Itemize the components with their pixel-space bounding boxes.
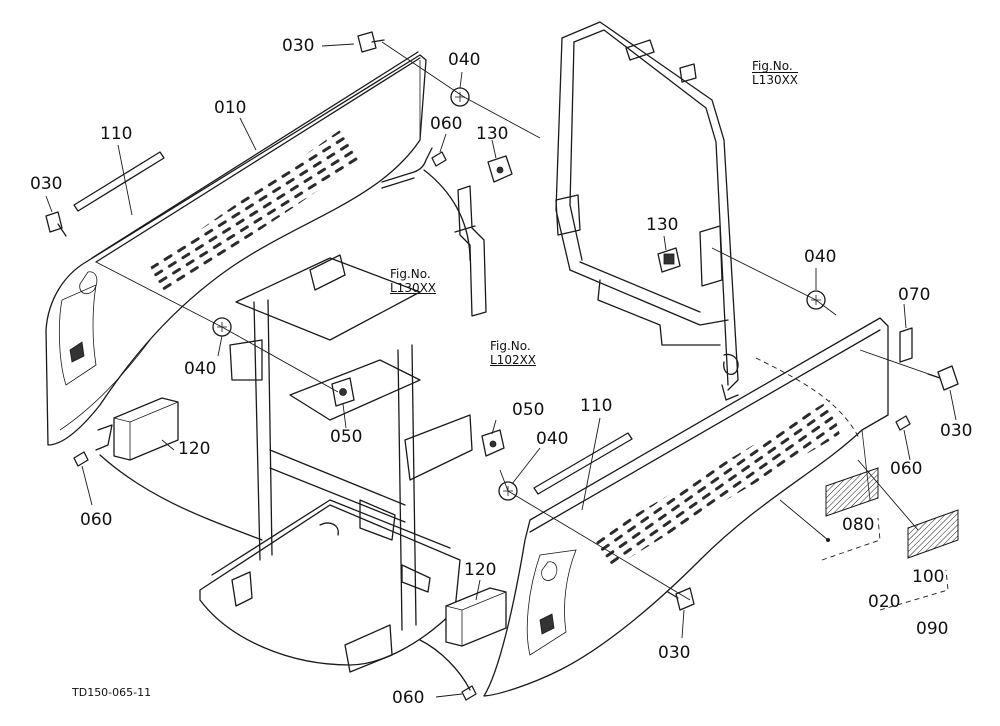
label-050-left: 050 bbox=[330, 427, 363, 447]
label-040-mid: 040 bbox=[536, 429, 569, 449]
label-120-left: 120 bbox=[178, 439, 211, 459]
edge-trim-mid bbox=[533, 432, 633, 495]
label-070: 070 bbox=[898, 285, 931, 305]
label-120-bottom: 120 bbox=[464, 560, 497, 580]
bolt-030-top bbox=[357, 31, 385, 53]
clip-nut-130-top bbox=[487, 155, 513, 183]
decal-080 bbox=[825, 467, 879, 517]
figure-ref-line1: Fig.No. bbox=[752, 59, 793, 73]
pin-060-right bbox=[895, 415, 911, 431]
side-cover-left bbox=[45, 51, 427, 446]
label-050-mid: 050 bbox=[512, 400, 545, 420]
label-060-bottom: 060 bbox=[392, 688, 425, 708]
figure-ref-line2: L130XX bbox=[752, 72, 799, 87]
label-030-left: 030 bbox=[30, 174, 63, 194]
clip-nut-050-mid bbox=[481, 429, 505, 457]
bolt-030-bottom bbox=[667, 587, 695, 611]
figure-ref-line2: L102XX bbox=[490, 352, 537, 367]
pad-120-left bbox=[113, 397, 179, 461]
label-040-left: 040 bbox=[184, 359, 217, 379]
edge-trim-left bbox=[73, 151, 165, 212]
figure-ref-inner-frame: Fig.No. L102XX bbox=[490, 339, 537, 368]
figure-ref-line1: Fig.No. bbox=[490, 339, 531, 353]
label-100: 100 bbox=[912, 567, 945, 587]
bracket-part bbox=[454, 185, 487, 317]
figure-ref-bracket: Fig.No. L130XX bbox=[390, 267, 437, 296]
label-030-right: 030 bbox=[940, 421, 973, 441]
washer-040-top bbox=[450, 87, 470, 107]
clip-nut-050-left bbox=[331, 377, 355, 407]
label-130-top: 130 bbox=[476, 124, 509, 144]
label-110-mid: 110 bbox=[580, 396, 613, 416]
bolt-030-right bbox=[927, 365, 959, 391]
label-080: 080 bbox=[842, 515, 875, 535]
label-020: 020 bbox=[868, 592, 901, 612]
decal-100 bbox=[907, 509, 959, 559]
drawing-code: TD150-065-11 bbox=[72, 686, 152, 699]
bolt-030-left bbox=[45, 211, 67, 237]
inner-frame bbox=[199, 254, 473, 673]
label-040-right: 040 bbox=[804, 247, 837, 267]
pad-120-bottom bbox=[445, 587, 507, 647]
leader-lines bbox=[45, 41, 957, 698]
group-bracket-020 bbox=[821, 517, 881, 561]
plate-070 bbox=[899, 327, 913, 363]
rear-frame bbox=[555, 21, 739, 401]
label-030-top: 030 bbox=[282, 36, 315, 56]
rod-top bbox=[381, 147, 433, 189]
label-060-right: 060 bbox=[890, 459, 923, 479]
pin-060-top bbox=[431, 151, 447, 167]
figure-ref-line2: L130XX bbox=[390, 280, 437, 295]
rod-left-bottom bbox=[95, 424, 113, 451]
label-110-left: 110 bbox=[100, 124, 133, 144]
label-040-top: 040 bbox=[448, 50, 481, 70]
label-060-top: 060 bbox=[430, 114, 463, 134]
label-010: 010 bbox=[214, 98, 247, 118]
pin-060-left bbox=[73, 451, 89, 467]
side-cover-right bbox=[483, 317, 889, 697]
label-090: 090 bbox=[916, 619, 949, 639]
label-060-left: 060 bbox=[80, 510, 113, 530]
figure-ref-rear-frame: Fig.No. L130XX bbox=[752, 59, 799, 88]
label-030-bottom: 030 bbox=[658, 643, 691, 663]
label-130-right: 130 bbox=[646, 215, 679, 235]
figure-ref-line1: Fig.No. bbox=[390, 267, 431, 281]
group-bracket-090 bbox=[879, 569, 949, 611]
clip-nut-130-right bbox=[657, 247, 681, 273]
